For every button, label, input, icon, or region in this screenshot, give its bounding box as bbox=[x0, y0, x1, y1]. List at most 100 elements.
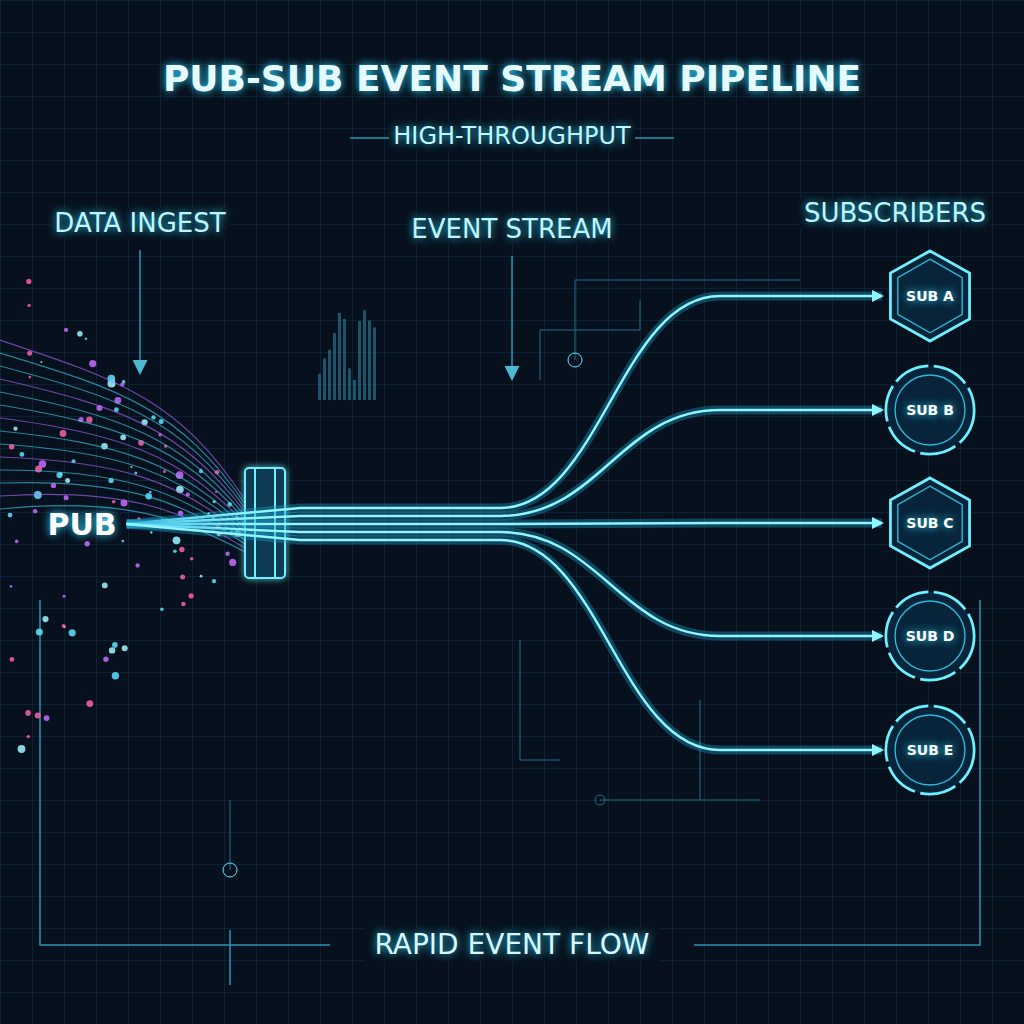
edge-arrow bbox=[127, 523, 882, 524]
edge-glow bbox=[127, 410, 882, 524]
particle bbox=[36, 628, 43, 635]
stream-line bbox=[0, 392, 245, 516]
particle bbox=[65, 478, 70, 483]
particle bbox=[64, 328, 68, 332]
particle bbox=[26, 279, 31, 284]
section-label: SUBSCRIBERS bbox=[800, 198, 990, 228]
publisher-label: PUB bbox=[47, 507, 116, 542]
subscriber-label: SUB A bbox=[906, 288, 954, 304]
particle bbox=[109, 647, 115, 653]
edge-arrow bbox=[127, 296, 882, 524]
particle bbox=[122, 645, 128, 651]
particle bbox=[173, 550, 177, 554]
particle bbox=[8, 513, 13, 518]
particle bbox=[42, 616, 48, 622]
edge-group bbox=[127, 524, 882, 750]
edge-group bbox=[127, 296, 882, 524]
particle bbox=[20, 452, 25, 457]
section-label: DATA INGEST bbox=[50, 208, 229, 238]
subscriber-circle: SUB B bbox=[884, 364, 976, 456]
particle bbox=[180, 575, 185, 580]
subscriber-label: SUB E bbox=[907, 742, 954, 758]
particle bbox=[135, 563, 139, 567]
bar-chart bbox=[318, 310, 376, 400]
particle bbox=[160, 608, 163, 611]
hexagon-inner bbox=[898, 259, 962, 333]
particle bbox=[18, 745, 26, 753]
subscriber-label: SUB D bbox=[906, 628, 955, 644]
subscriber-hexagon: SUB C bbox=[884, 477, 976, 569]
circle-inner bbox=[895, 715, 965, 785]
edge-glow bbox=[127, 524, 882, 750]
particle bbox=[149, 491, 152, 494]
particle bbox=[85, 541, 90, 546]
particle bbox=[212, 579, 216, 583]
circle-outline bbox=[886, 706, 974, 794]
bar bbox=[323, 359, 326, 400]
particle bbox=[15, 540, 19, 544]
edge-group bbox=[127, 523, 882, 524]
particle bbox=[200, 575, 203, 578]
particle bbox=[190, 557, 194, 561]
particle bbox=[134, 472, 137, 475]
particle bbox=[44, 715, 50, 721]
caption: RAPID EVENT FLOW bbox=[365, 928, 660, 961]
edge-group bbox=[127, 410, 882, 524]
particle bbox=[112, 672, 119, 679]
bar bbox=[368, 321, 371, 400]
particle bbox=[122, 540, 125, 543]
particle bbox=[77, 331, 83, 337]
particle bbox=[39, 460, 47, 468]
particle bbox=[60, 430, 67, 437]
particle bbox=[89, 360, 96, 367]
bar bbox=[348, 368, 351, 400]
section-label: EVENT STREAM bbox=[407, 214, 616, 244]
subscriber-hexagon: SUB A bbox=[884, 250, 976, 342]
particle bbox=[10, 657, 15, 662]
particle bbox=[60, 473, 62, 475]
particle bbox=[27, 351, 32, 356]
subscriber-label: SUB B bbox=[906, 402, 954, 418]
particle bbox=[10, 585, 13, 588]
particle bbox=[13, 427, 17, 431]
particle bbox=[181, 602, 186, 607]
particle bbox=[229, 559, 236, 566]
particle bbox=[25, 710, 31, 716]
particle bbox=[102, 583, 108, 589]
particle bbox=[189, 593, 194, 598]
particle bbox=[112, 500, 116, 504]
subscriber-circle: SUB E bbox=[884, 704, 976, 796]
subtitle: HIGH-THROUGHPUT bbox=[389, 122, 634, 150]
edge-arrow bbox=[127, 410, 882, 524]
circle-inner bbox=[895, 375, 965, 445]
particle bbox=[85, 338, 87, 340]
particle bbox=[56, 472, 62, 478]
particle bbox=[27, 735, 30, 738]
bar bbox=[343, 319, 346, 400]
bar bbox=[358, 321, 361, 400]
particle bbox=[64, 495, 69, 500]
circle-outline bbox=[886, 366, 974, 454]
particle bbox=[103, 657, 108, 662]
frame-lines bbox=[40, 138, 980, 985]
edge-glow bbox=[127, 296, 882, 524]
particle bbox=[151, 415, 155, 419]
publisher-node: PUB bbox=[41, 503, 122, 546]
particle bbox=[69, 629, 76, 636]
bar bbox=[318, 374, 321, 400]
bar bbox=[353, 380, 356, 400]
edge-glow bbox=[127, 523, 882, 524]
circle-outline bbox=[886, 592, 974, 680]
bar bbox=[338, 313, 341, 400]
hexagon-inner bbox=[898, 486, 962, 560]
circle-inner bbox=[895, 601, 965, 671]
particle bbox=[173, 536, 181, 544]
particle bbox=[33, 509, 37, 513]
bar bbox=[363, 310, 366, 400]
particle bbox=[62, 624, 66, 628]
particle bbox=[112, 642, 118, 648]
particle bbox=[163, 470, 166, 473]
particle bbox=[225, 552, 229, 556]
hexagon-outline bbox=[890, 478, 969, 568]
